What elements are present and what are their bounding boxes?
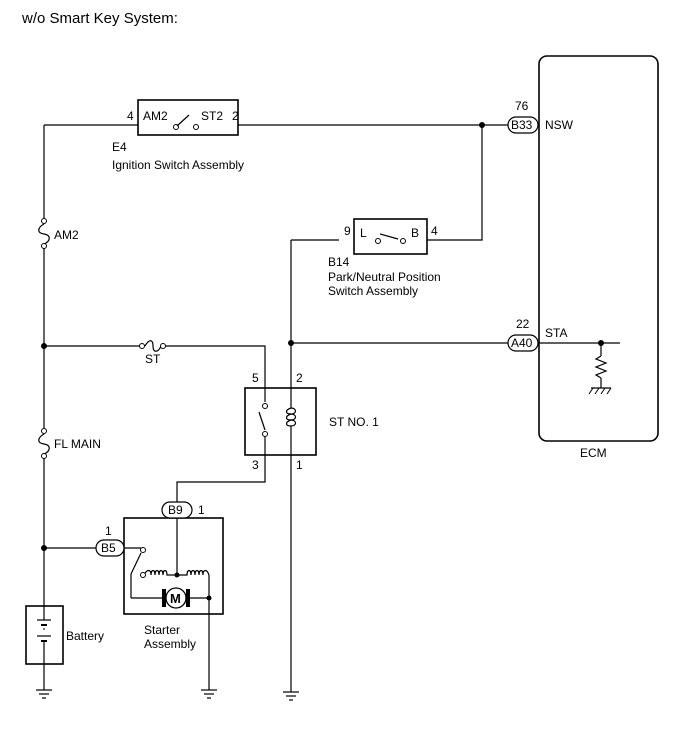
starter-coil-right (177, 569, 210, 576)
battery-name: Battery (66, 629, 104, 643)
fuse-st-label: ST (145, 352, 161, 366)
junction-dot (288, 340, 294, 346)
ecm-resistor (594, 355, 608, 379)
junctions (41, 122, 604, 551)
relay-coil (285, 407, 297, 427)
wire-st-right (165, 345, 266, 388)
starter-b5-connector: B5 (101, 541, 116, 555)
ground-icon (36, 689, 52, 699)
ign-pin-left: 4 (127, 109, 134, 123)
fuse-fl-main-label: FL MAIN (54, 437, 101, 451)
ignition-switch: AM2 ST2 4 2 E4 Ignition Switch Assembly (112, 99, 244, 172)
ecm-sta-pin: 22 (516, 317, 530, 331)
wires (43, 124, 508, 692)
ecm-sta-label: STA (545, 326, 567, 340)
ign-pin-right: 2 (232, 109, 239, 123)
ignition-switch-box (137, 99, 239, 136)
pnp-term-l: L (360, 226, 367, 240)
ecm-nsw-label: NSW (545, 118, 574, 132)
ign-code: E4 (112, 140, 127, 154)
relay-st-no1: 5 2 3 1 ST NO. 1 (244, 371, 379, 472)
pnp-name-line2: Switch Assembly (328, 284, 418, 298)
relay-pin-tl: 5 (252, 371, 259, 385)
ecm-box (538, 55, 659, 442)
starter-assembly: B9 1 B5 1 M Starter Assembly (95, 501, 224, 651)
motor-brush-right (186, 589, 190, 607)
relay-pin-br: 1 (296, 458, 303, 472)
junction-dot (479, 122, 485, 128)
starter-b9-connector: B9 (168, 503, 183, 517)
pnp-term-b: B (411, 226, 419, 240)
fuse-st: ST (139, 340, 166, 366)
starter-b5-pin: 1 (105, 524, 112, 538)
fuse-am2: AM2 (38, 218, 79, 249)
motor-brush-left (162, 589, 166, 607)
ecm: ECM B33 76 NSW A40 22 STA (507, 55, 659, 460)
ign-name: Ignition Switch Assembly (112, 158, 244, 172)
pnp-pin-right: 4 (431, 224, 438, 238)
battery: Battery (25, 605, 104, 665)
ign-term-st2: ST2 (201, 109, 223, 123)
ecm-sta-connector: A40 (511, 336, 533, 350)
motor-symbol: M (170, 591, 181, 606)
ign-term-am2: AM2 (143, 109, 168, 123)
ecm-name: ECM (580, 446, 607, 460)
pnp-code: B14 (328, 255, 350, 269)
fuse-am2-label: AM2 (54, 228, 79, 242)
junction-dot (41, 545, 47, 551)
pnp-switch-box (353, 218, 428, 255)
pnp-switch: L B 9 4 B14 Park/Neutral Position Switch… (328, 218, 441, 298)
relay-box (244, 387, 317, 456)
pnp-name-line1: Park/Neutral Position (328, 270, 441, 284)
fuse-fl-main: FL MAIN (38, 428, 101, 459)
ground-icon (283, 691, 299, 701)
relay-name: ST NO. 1 (329, 415, 379, 429)
connector-b33 (507, 116, 539, 134)
starter-name-line2: Assembly (144, 637, 196, 651)
pnp-pin-left: 9 (344, 224, 351, 238)
starter-coil-left (143, 569, 177, 576)
wire-pnp-b (427, 125, 483, 241)
relay-pin-tr: 2 (296, 371, 303, 385)
junction-dot (41, 343, 47, 349)
ecm-nsw-pin: 76 (515, 99, 529, 113)
ground-icon (201, 689, 217, 699)
diagram-title: w/o Smart Key System: (22, 10, 178, 27)
wire-relay-b9 (176, 455, 266, 502)
relay-pin-bl: 3 (252, 458, 259, 472)
ecm-nsw-connector: B33 (511, 118, 533, 132)
starter-name-line1: Starter (144, 623, 180, 637)
grounds (36, 689, 299, 701)
motor-icon (165, 587, 187, 609)
starter-b9-pin: 1 (198, 503, 205, 517)
